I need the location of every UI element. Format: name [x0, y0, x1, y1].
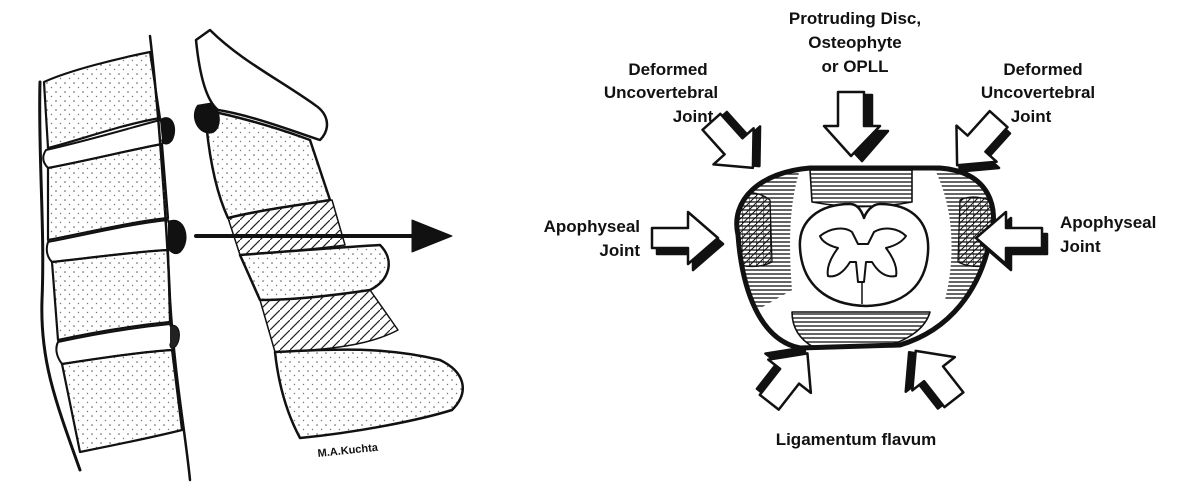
label-left: Apophyseal Joint — [544, 217, 641, 260]
label-bottom: Ligamentum flavum — [776, 430, 937, 449]
facet-blob-upper — [195, 104, 218, 132]
label-top: Protruding Disc, Osteophyte or OPLL — [789, 9, 921, 76]
label-upper-right: Deformed Uncovertebral Joint — [981, 60, 1095, 126]
label-left-line-1: Apophyseal — [544, 217, 640, 236]
label-upper-left-line-2: Uncovertebral — [604, 83, 718, 102]
label-top-line-3: or OPLL — [821, 57, 888, 76]
label-top-line-2: Osteophyte — [808, 33, 902, 52]
label-left-line-2: Joint — [599, 241, 640, 260]
label-right-line-2: Joint — [1060, 237, 1101, 256]
axial-section-arrow-head — [412, 220, 452, 252]
disc-protrusion-middle — [168, 220, 186, 253]
label-upper-right-line-3: Joint — [1011, 107, 1052, 126]
disc-protrusion-lower — [170, 325, 179, 348]
disc-osteophyte-hatch — [810, 170, 912, 207]
label-right-line-1: Apophyseal — [1060, 213, 1156, 232]
label-upper-right-line-2: Uncovertebral — [981, 83, 1095, 102]
artist-signature: M.A.Kuchta — [317, 442, 379, 460]
axial-cross-section — [725, 168, 1000, 348]
label-upper-left-line-3: Joint — [673, 107, 714, 126]
label-upper-right-line-1: Deformed — [1003, 60, 1082, 79]
disc-protrusion-upper — [160, 118, 174, 144]
arrow-left-apophyseal — [652, 212, 723, 270]
label-top-line-1: Protruding Disc, — [789, 9, 921, 28]
vertebral-bodies — [44, 52, 182, 452]
arrow-top-disc — [824, 92, 888, 161]
label-right: Apophyseal Joint — [1060, 213, 1156, 256]
spine-illustration: M.A.Kuchta — [40, 30, 463, 480]
label-upper-left-line-1: Deformed — [628, 60, 707, 79]
label-upper-left: Deformed Uncovertebral Joint — [604, 60, 718, 126]
